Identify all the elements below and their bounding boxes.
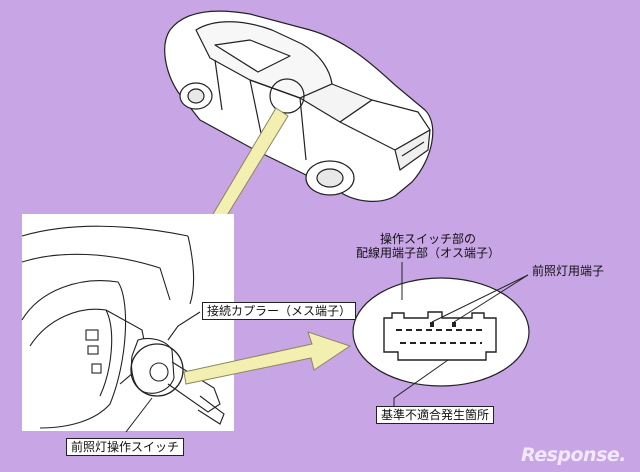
dashboard-panel xyxy=(21,214,234,431)
switch-terminal-label: 操作スイッチ部の 配線用端子部（オス端子） xyxy=(352,232,504,260)
coupler-label: 接続カプラー（メス端子） xyxy=(202,302,357,320)
switch-terminal-label-line2: 配線用端子部（オス端子） xyxy=(355,246,500,260)
car-illustration xyxy=(164,10,434,202)
leader-lines xyxy=(125,262,529,433)
noncompliance-label: 基準不適合発生箇所 xyxy=(376,406,495,424)
switch-terminal-label-line1: 操作スイッチ部の xyxy=(379,232,476,246)
headlight-switch-label: 前照灯操作スイッチ xyxy=(66,438,185,456)
headlight-terminal-label: 前照灯用端子 xyxy=(532,264,605,278)
response-watermark: Response. xyxy=(521,444,626,466)
connector-detail xyxy=(352,277,530,387)
arrow-switch-to-detail xyxy=(183,331,352,385)
